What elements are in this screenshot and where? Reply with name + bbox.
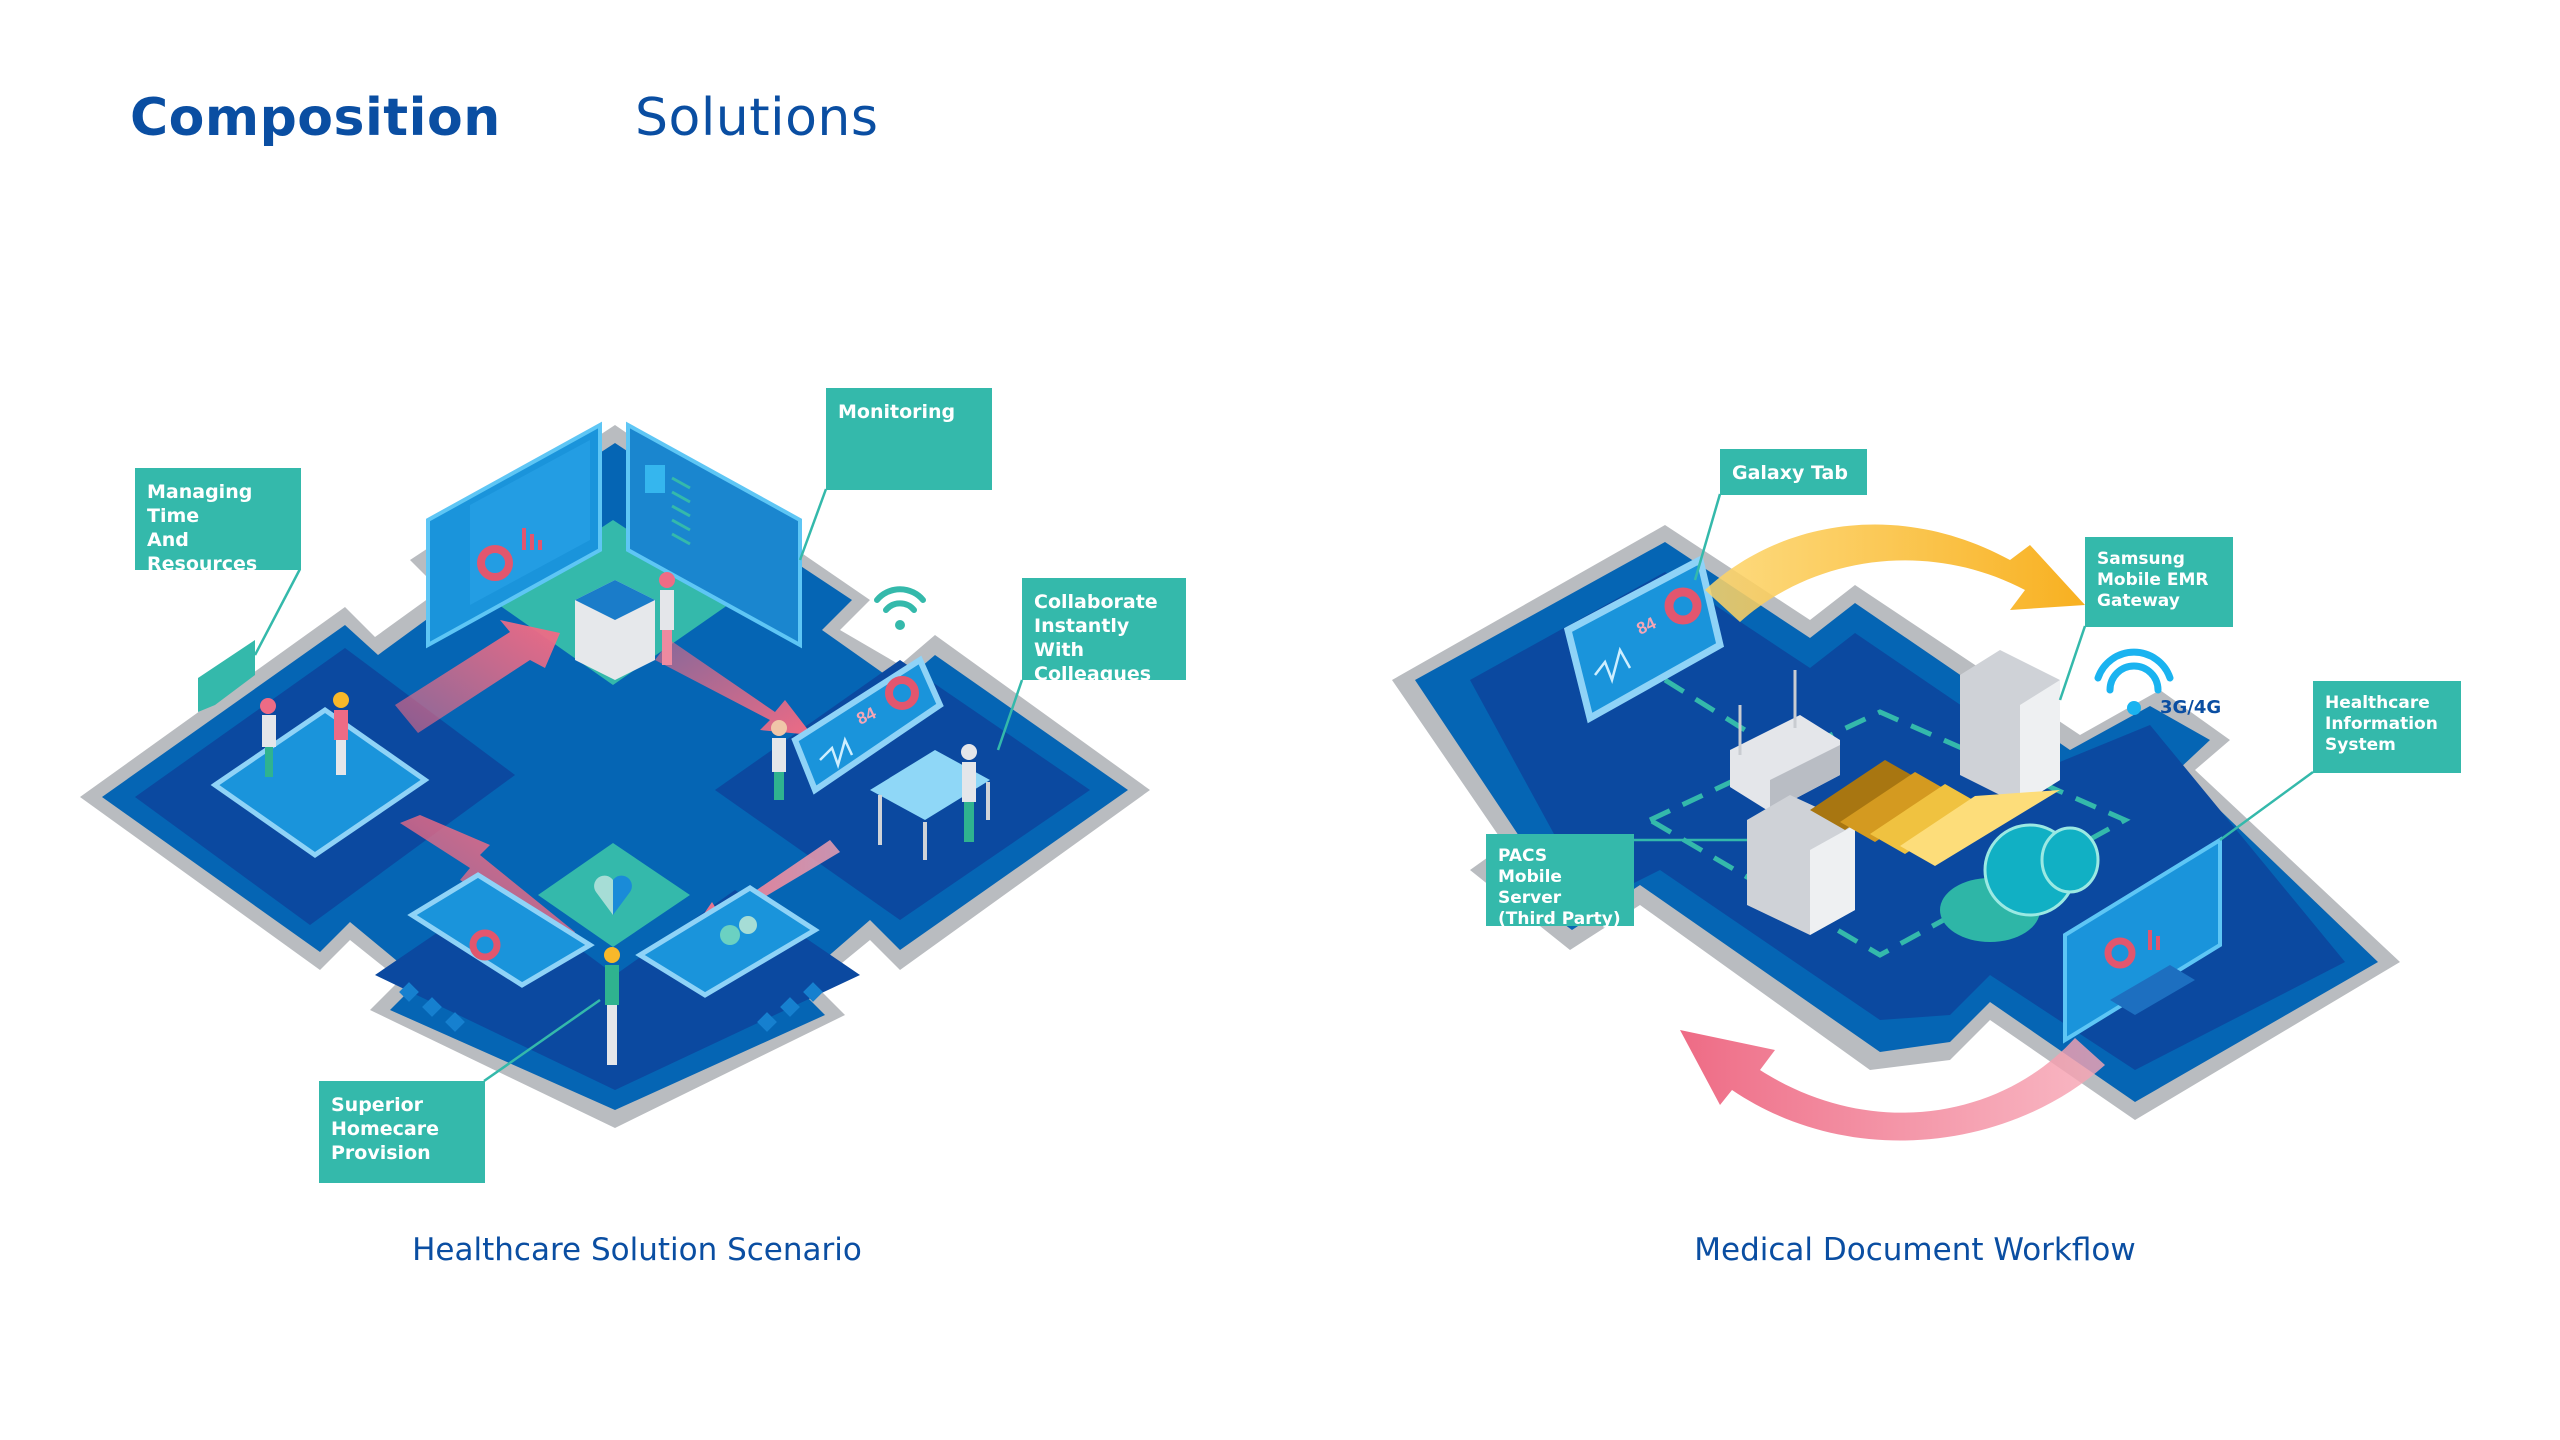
tab-solutions[interactable]: Solutions [635,88,879,148]
server-pacs [1747,795,1855,935]
label-pacs: PACS Mobile Server (Third Party) [1486,834,1634,929]
floor-tablet [210,706,430,859]
left-platform: 84 [80,421,1150,1128]
homecare-tablet-left [407,872,595,988]
cellular-wifi-icon [2094,648,2174,715]
network-type-label: 3G/4G [2160,697,2222,718]
label-emr-gateway: Samsung Mobile EMR Gateway [2085,537,2233,627]
person-figures [260,572,977,1065]
server-gateway [1960,650,2060,805]
arrow-to-monitoring [395,620,560,733]
label-his: Healthcare Information System [2313,681,2461,773]
floor-pattern [399,982,823,1032]
hospital-bed [870,750,990,860]
wifi-icon [874,586,926,630]
monitor-right [626,421,802,649]
doctor-screen [771,720,787,800]
homecare-tablet-right [635,885,820,998]
his-monitor [2063,836,2222,1044]
leader-lines-left [198,488,1024,1083]
galaxy-tab-device: 84 [1563,554,1725,724]
tab-composition[interactable]: Composition [130,88,501,148]
label-homecare: Superior Homecare Provision [319,1081,485,1183]
leader-lines-right [1633,493,2314,842]
network-path [1644,709,2131,958]
platform-floor [102,443,1128,1110]
patient-figure [333,692,349,775]
homecare-worker [604,947,620,1065]
arrow-return [1680,1030,2105,1141]
right-platform: 84 [1392,493,2400,1141]
copier-icon [575,580,655,680]
caption-healthcare-scenario: Healthcare Solution Scenario [412,1232,862,1268]
heart-icon [594,875,632,915]
nurse-bed [961,744,977,842]
document-stack [1810,760,2060,866]
label-collaborate: Collaborate Instantly With Colleagues [1022,578,1186,685]
doctor-copier [659,572,675,665]
arrow-upload [1705,524,2085,622]
caption-document-workflow: Medical Document Workflow [1694,1232,2136,1268]
label-managing-time: Managing Time And Resources [135,468,301,575]
monitor-left [426,421,602,649]
collaborate-screen: 84 [791,655,944,795]
label-monitoring: Monitoring [826,388,992,490]
arrow-to-collaborate [655,640,812,735]
cloud-icon [1940,823,2100,942]
doctor-figure [260,698,276,777]
tablet-link [1663,677,1747,733]
label-galaxy-tab: Galaxy Tab [1720,449,1867,495]
router-icon [1730,670,1840,812]
